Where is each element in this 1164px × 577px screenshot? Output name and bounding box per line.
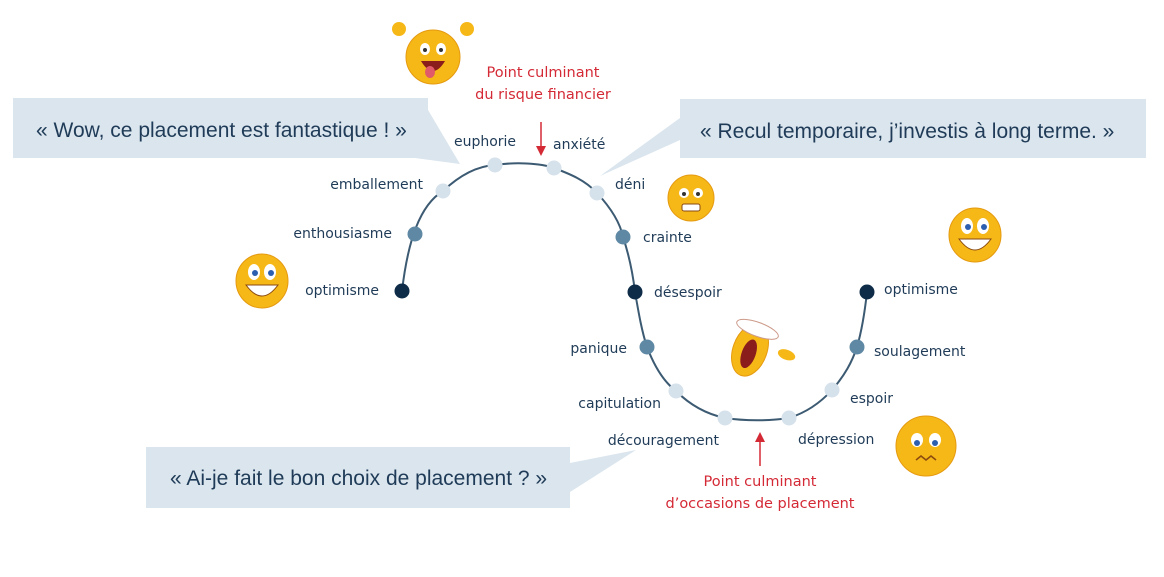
quote-euphoria-text: « Wow, ce placement est fantastique ! » [36,119,407,142]
opportunity-peak-annotation: Point culminant d’occasions de placement [666,432,855,512]
stage-label: emballement [330,177,423,193]
risk-peak-line2: du risque financier [475,87,611,103]
stage-dot-1 [407,226,423,242]
stage-label: soulagement [874,344,966,360]
stage-dot-0 [394,283,410,299]
stage-label: panique [570,341,627,357]
up-arrow-icon [755,432,765,442]
worried-emoji [667,174,715,222]
stage-label: espoir [850,391,893,407]
quote-bubble-doubt: « Ai-je fait le bon choix de placement ?… [146,447,636,508]
stage-label: enthousiasme [293,226,392,242]
stage-dot-14 [859,284,875,300]
stage-label: optimisme [305,283,379,299]
opportunity-peak-line2: d’occasions de placement [666,496,855,512]
stage-label: déni [615,177,645,193]
stage-dot-9 [668,383,684,399]
stage-dot-3 [487,157,503,173]
stage-label: désespoir [654,285,722,301]
stage-dot-11 [781,410,797,426]
down-arrow-icon [536,146,546,156]
ecstatic-emoji [392,22,474,85]
stage-dot-2 [435,183,451,199]
stage-dot-10 [717,410,733,426]
stage-label: crainte [643,230,692,246]
stage-dot-8 [639,339,655,355]
stage-label: anxiété [553,137,605,153]
quote-bubble-temporary: « Recul temporaire, j’investis à long te… [600,99,1146,176]
grinning-emoji-left [235,253,289,309]
quote-temporary-text: « Recul temporaire, j’investis à long te… [700,120,1114,143]
stage-label: dépression [798,432,874,448]
stage-dot-5 [589,185,605,201]
risk-peak-line1: Point culminant [487,65,600,81]
quote-doubt-text: « Ai-je fait le bon choix de placement ?… [170,467,547,490]
opportunity-peak-line1: Point culminant [704,474,817,490]
sad-emoji [895,415,957,477]
falling-emoji [731,318,796,377]
stage-dot-7 [627,284,643,300]
risk-peak-annotation: Point culminant du risque financier [475,65,611,156]
stage-label: optimisme [884,282,958,298]
grinning-emoji-right [948,207,1002,263]
stage-dot-12 [824,382,840,398]
stage-label: euphorie [454,134,516,150]
stage-dot-13 [849,339,865,355]
stage-dot-4 [546,160,562,176]
stage-label: capitulation [578,396,661,412]
stage-dot-6 [615,229,631,245]
quote-bubble-euphoria: « Wow, ce placement est fantastique ! » [13,98,460,164]
stage-label: découragement [608,433,720,449]
